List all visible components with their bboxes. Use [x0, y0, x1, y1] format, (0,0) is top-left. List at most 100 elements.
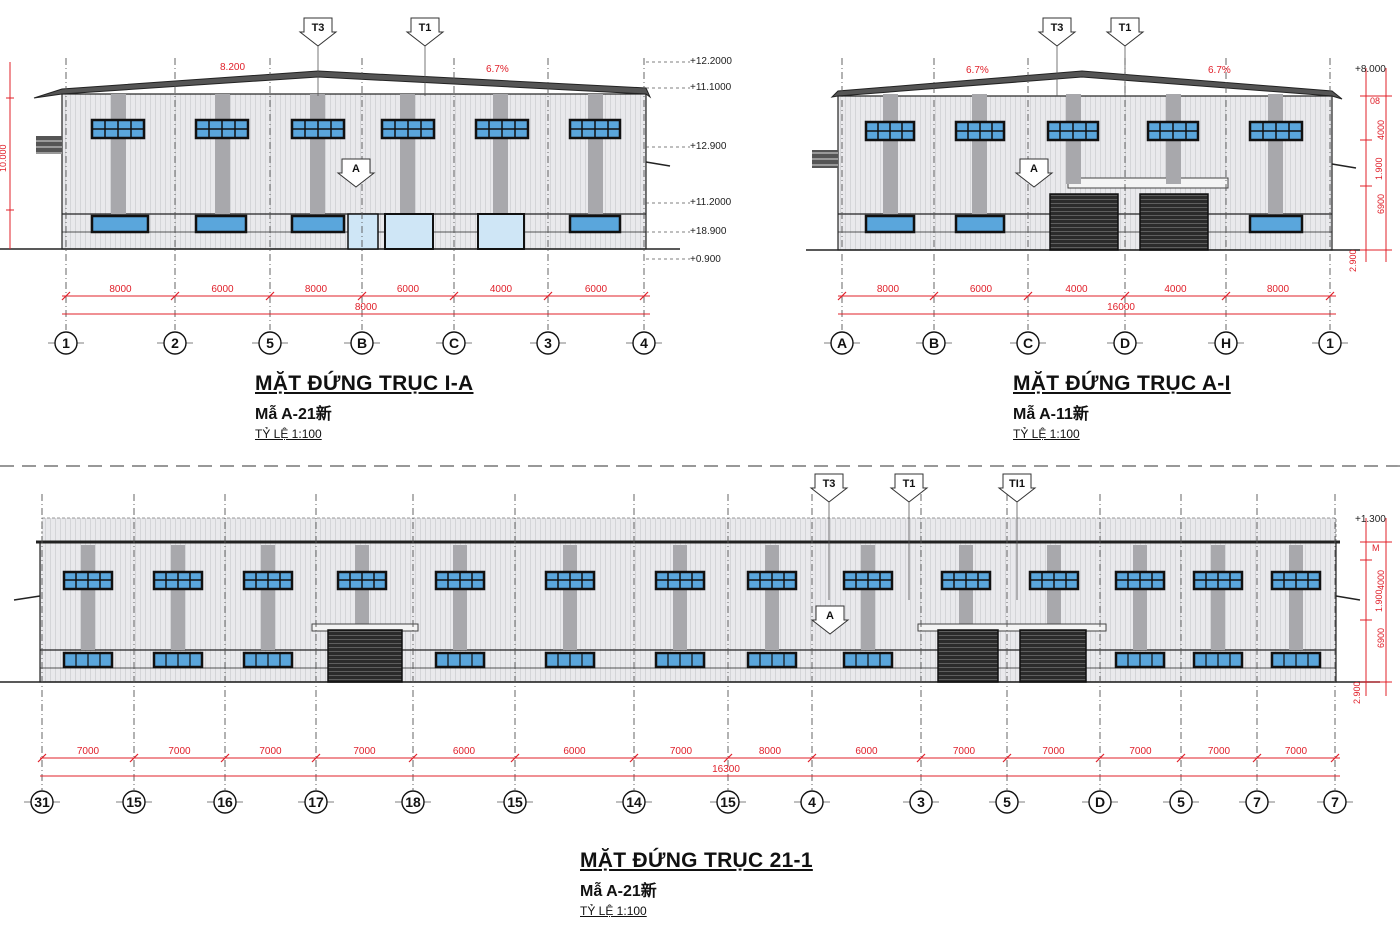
window — [544, 651, 596, 669]
windows — [62, 570, 1322, 669]
roller-doors — [311, 623, 1107, 683]
dim-label: 6000 — [855, 746, 878, 757]
window — [864, 120, 916, 142]
dim-tick — [61, 291, 71, 301]
section-tag: T1 — [1105, 17, 1145, 47]
axis-label: 18 — [405, 794, 421, 810]
window — [380, 118, 436, 140]
drawing-code: Mẫ A-21新 — [580, 883, 657, 900]
section-tag: A — [336, 158, 376, 188]
dim-tick — [1002, 753, 1012, 763]
pilaster — [310, 94, 325, 214]
window — [434, 651, 486, 669]
axis-bubble: 7 — [1239, 790, 1275, 814]
window — [864, 214, 916, 234]
window — [940, 570, 992, 591]
axis-label: 15 — [126, 794, 142, 810]
canopy-band — [917, 623, 1107, 632]
tag-label: A — [1030, 163, 1038, 175]
level-label: +1.300 — [1355, 514, 1386, 525]
window — [1114, 651, 1166, 669]
right-dim-labels-21-1: M 4000 1.900 6900 2.900 — [1352, 543, 1386, 704]
dim-tick — [449, 291, 459, 301]
lower-windows — [90, 214, 622, 234]
upper-windows — [864, 120, 1304, 142]
dim-label: 1.900 — [1374, 589, 1384, 612]
section-tag: T3 — [298, 17, 338, 47]
tag-label: T3 — [312, 22, 325, 34]
level-label: +0.900 — [690, 254, 721, 265]
dim-label: 6900 — [1376, 194, 1386, 214]
axis-label: 4 — [808, 794, 816, 810]
window — [62, 570, 114, 591]
dim-tick — [357, 291, 367, 301]
dim-label: 7000 — [953, 746, 976, 757]
window — [1028, 570, 1080, 591]
axis-label: C — [449, 335, 459, 351]
dim-tick — [639, 291, 649, 301]
dim-label: 4000 — [1164, 284, 1187, 295]
section-tags: T3 T1A — [298, 17, 445, 188]
axis-bubble: 15 — [710, 790, 746, 814]
dim-tick — [807, 753, 817, 763]
pilaster — [673, 545, 687, 650]
dim-label: 7000 — [1208, 746, 1231, 757]
window — [544, 570, 596, 591]
axis-label: 15 — [507, 794, 523, 810]
window — [242, 651, 294, 669]
canopy-band — [1067, 177, 1229, 189]
window — [842, 651, 894, 669]
pilaster — [81, 545, 95, 650]
tag-label: T1 — [903, 478, 916, 490]
roller-shutter — [1049, 193, 1119, 251]
pilaster — [1133, 545, 1147, 650]
dim-tick — [1252, 753, 1262, 763]
roller-shutter — [1139, 193, 1209, 251]
axis-label: B — [357, 335, 367, 351]
window — [62, 651, 114, 669]
section-tag: T3 — [809, 473, 849, 503]
window — [746, 570, 798, 591]
slope-label: 6.7% — [1208, 65, 1231, 76]
window — [954, 214, 1006, 234]
drawing-code: Mẫ A-11新 — [1013, 406, 1089, 423]
elevation-title: MẶT ĐỨNG TRỤC 21-1 — [580, 849, 813, 872]
axis-bubble: 5 — [252, 331, 288, 355]
dim-tick — [408, 753, 418, 763]
window — [568, 118, 622, 140]
right-dimension — [1360, 68, 1392, 262]
window — [290, 118, 346, 140]
canopy — [645, 161, 671, 167]
axis-label: D — [1120, 335, 1130, 351]
axis-bubble: D — [1082, 790, 1118, 814]
axis-bubble: 3 — [903, 790, 939, 814]
dim-label: 8000 — [109, 284, 132, 295]
pilaster — [171, 545, 185, 650]
dim-label: 7000 — [1042, 746, 1065, 757]
axis-bubble: H — [1208, 331, 1244, 355]
axis-label: C — [1023, 335, 1033, 351]
glass-door — [384, 213, 434, 250]
dim-label: 4000 — [1376, 120, 1386, 140]
dim-label: 8000 — [877, 284, 900, 295]
dim-tick — [629, 753, 639, 763]
roof — [830, 70, 1343, 100]
glass-door — [477, 213, 525, 250]
dim-tick — [311, 753, 321, 763]
pilaster — [563, 545, 577, 650]
dim-label: 2.900 — [1352, 681, 1362, 704]
window — [1270, 570, 1322, 591]
dim-label: 4000 — [1065, 284, 1088, 295]
section-tag: TI1 — [997, 473, 1037, 503]
axis-label: 14 — [626, 794, 642, 810]
window — [1114, 570, 1166, 591]
tag-label: T1 — [419, 22, 432, 34]
axis-bubble: C — [1010, 331, 1046, 355]
roller-shutter — [937, 629, 999, 683]
dim-label: 1.900 — [1374, 157, 1384, 180]
